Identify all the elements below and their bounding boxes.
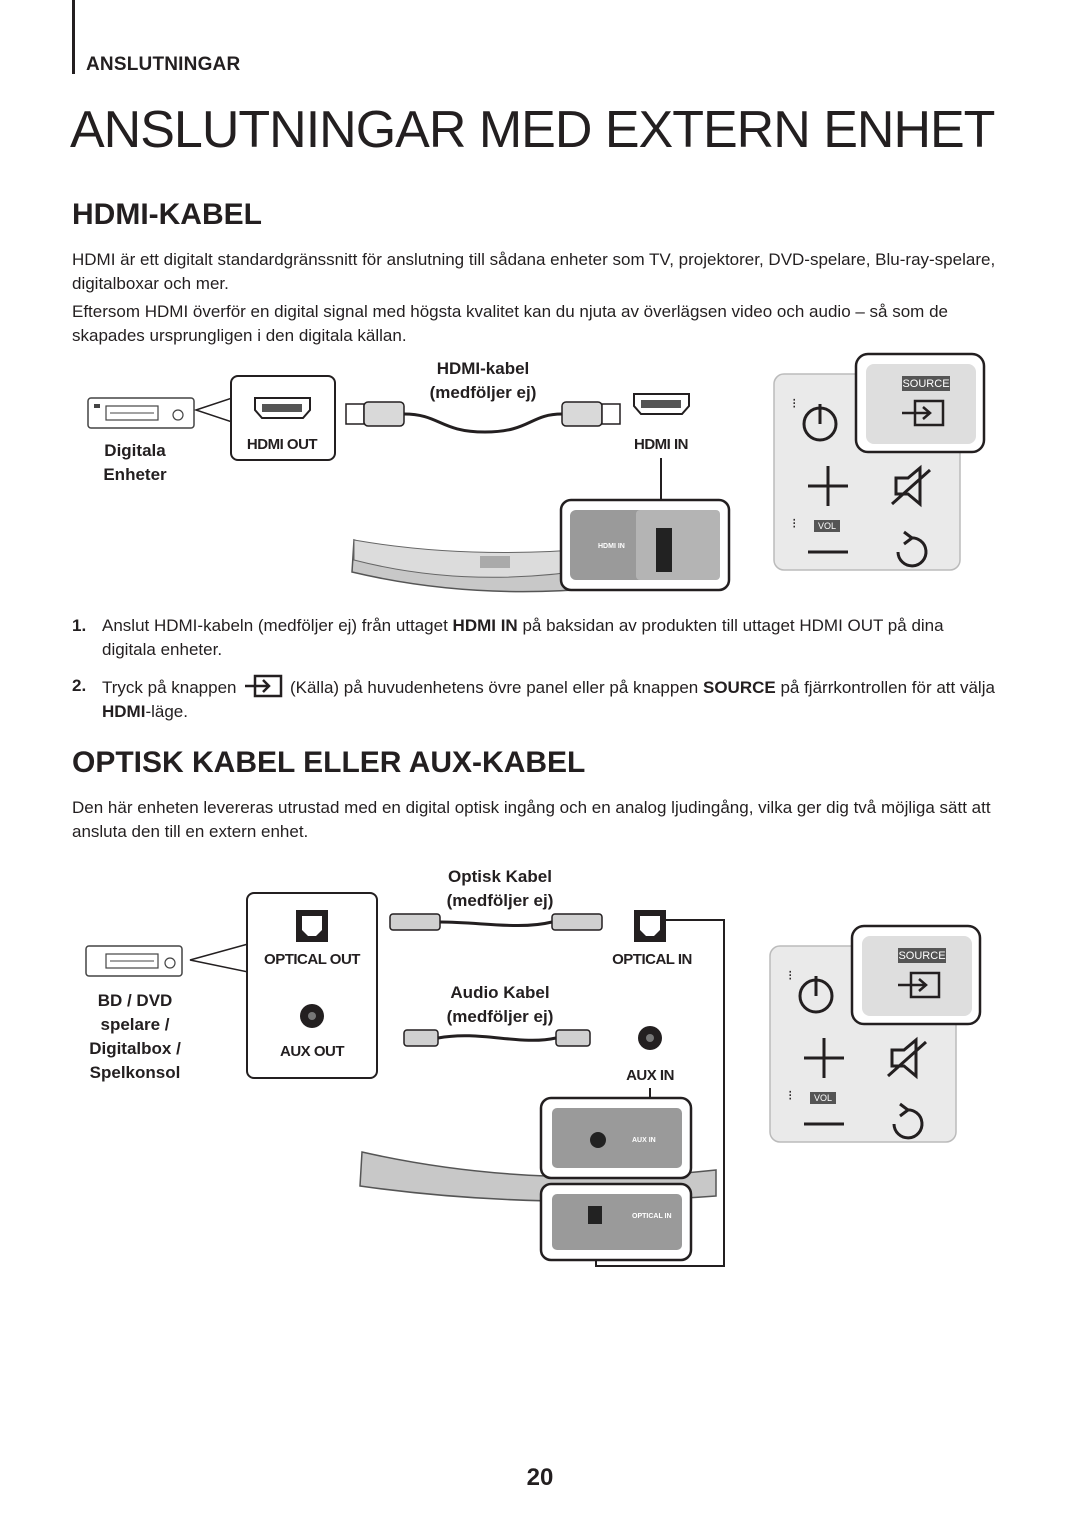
svg-text:⁝: ⁝: [792, 515, 796, 531]
remote-source-label: SOURCE: [902, 378, 949, 390]
hdmi-cable-label-2: (medföljer ej): [430, 383, 537, 402]
repeat-icon: [892, 1102, 924, 1140]
page-title: ANSLUTNINGAR MED EXTERN ENHET: [70, 101, 995, 159]
hdmi-paragraph-1: HDMI är ett digitalt standardgränssnitt …: [72, 250, 996, 293]
hdmi-in-label: HDMI IN: [634, 436, 688, 453]
optical-aux-connection-diagram: BD / DVD spelare / Digitalbox / Spelkons…: [85, 867, 725, 1267]
aux-panel-label: AUX IN: [632, 1137, 656, 1144]
remote-control-illustration: SOURCE ⁝ ⁝ VOL: [773, 352, 986, 571]
device-label-3: Digitalbox /: [89, 1039, 181, 1058]
hdmi-panel-port-label: HDMI IN: [598, 543, 625, 550]
remote-source-label: SOURCE: [898, 950, 945, 962]
audio-cable-label-1: Audio Kabel: [450, 983, 549, 1002]
step-2: 2. Tryck på knappen (Källa) på huvudenhe…: [72, 674, 995, 721]
section-tab: ANSLUTNINGAR: [86, 54, 241, 75]
device-label-line2: Enheter: [103, 465, 167, 484]
hdmi-cable-label-1: HDMI-kabel: [437, 359, 530, 378]
source-device-icon: [87, 397, 195, 429]
audio-cable-label-2: (medföljer ej): [447, 1007, 554, 1026]
remote-control-illustration-2: SOURCE ⁝ ⁝ VOL: [769, 924, 982, 1143]
hdmi-cable: [345, 401, 621, 434]
device-label-1: BD / DVD: [98, 991, 173, 1010]
aux-in-label: AUX IN: [626, 1067, 674, 1084]
aux-out-label: AUX OUT: [280, 1043, 344, 1060]
source-icon: [902, 399, 945, 427]
section-marker-line: [72, 0, 75, 74]
optical-out-port-icon: [296, 910, 328, 942]
soundbar-illustration: [351, 538, 601, 593]
source-icon: [898, 971, 941, 999]
hdmi-heading: HDMI-KABEL: [72, 198, 262, 231]
optical-cable-label-2: (medföljer ej): [447, 891, 554, 910]
hdmi-connection-diagram: HDMI OUT Digitala Enheter HDMI-kabel (me…: [87, 359, 731, 593]
source-ports-box: [246, 892, 378, 1079]
hdmi-in-port-icon: [633, 393, 690, 415]
remote-vol-label: VOL: [814, 1093, 832, 1103]
optical-cable: [389, 913, 603, 931]
step-1: 1. Anslut HDMI-kabeln (medföljer ej) frå…: [72, 616, 944, 659]
volume-up-icon: [808, 466, 848, 506]
optical-cable-label-1: Optisk Kabel: [448, 867, 552, 886]
svg-text:⁝: ⁝: [788, 967, 792, 983]
power-icon: [802, 404, 838, 442]
device-label-4: Spelkonsol: [90, 1063, 181, 1082]
source-device-icon: [85, 945, 183, 977]
hdmi-out-port-icon: [254, 397, 311, 419]
optical-heading: OPTISK KABEL ELLER AUX-KABEL: [72, 746, 586, 779]
mute-icon: [890, 464, 932, 508]
svg-text:⁝: ⁝: [788, 1087, 792, 1103]
repeat-icon: [896, 530, 928, 568]
optical-in-label: OPTICAL IN: [612, 951, 692, 968]
optical-paragraph: Den här enheten levereras utrustad med e…: [72, 798, 991, 841]
optical-in-port-icon: [634, 910, 666, 942]
page-number: 20: [526, 1464, 554, 1491]
power-icon: [798, 976, 834, 1014]
hdmi-paragraph-2: Eftersom HDMI överför en digital signal …: [72, 302, 948, 345]
audio-cable: [403, 1029, 591, 1047]
mute-icon: [886, 1036, 928, 1080]
device-label-2: spelare /: [101, 1015, 170, 1034]
optical-out-label: OPTICAL OUT: [264, 951, 360, 968]
source-icon: [245, 674, 283, 698]
remote-vol-label: VOL: [818, 521, 836, 531]
volume-up-icon: [804, 1038, 844, 1078]
optical-panel-label: OPTICAL IN: [632, 1213, 672, 1220]
svg-text:⁝: ⁝: [792, 395, 796, 411]
hdmi-out-label: HDMI OUT: [247, 436, 317, 453]
device-label-line1: Digitala: [104, 441, 166, 460]
